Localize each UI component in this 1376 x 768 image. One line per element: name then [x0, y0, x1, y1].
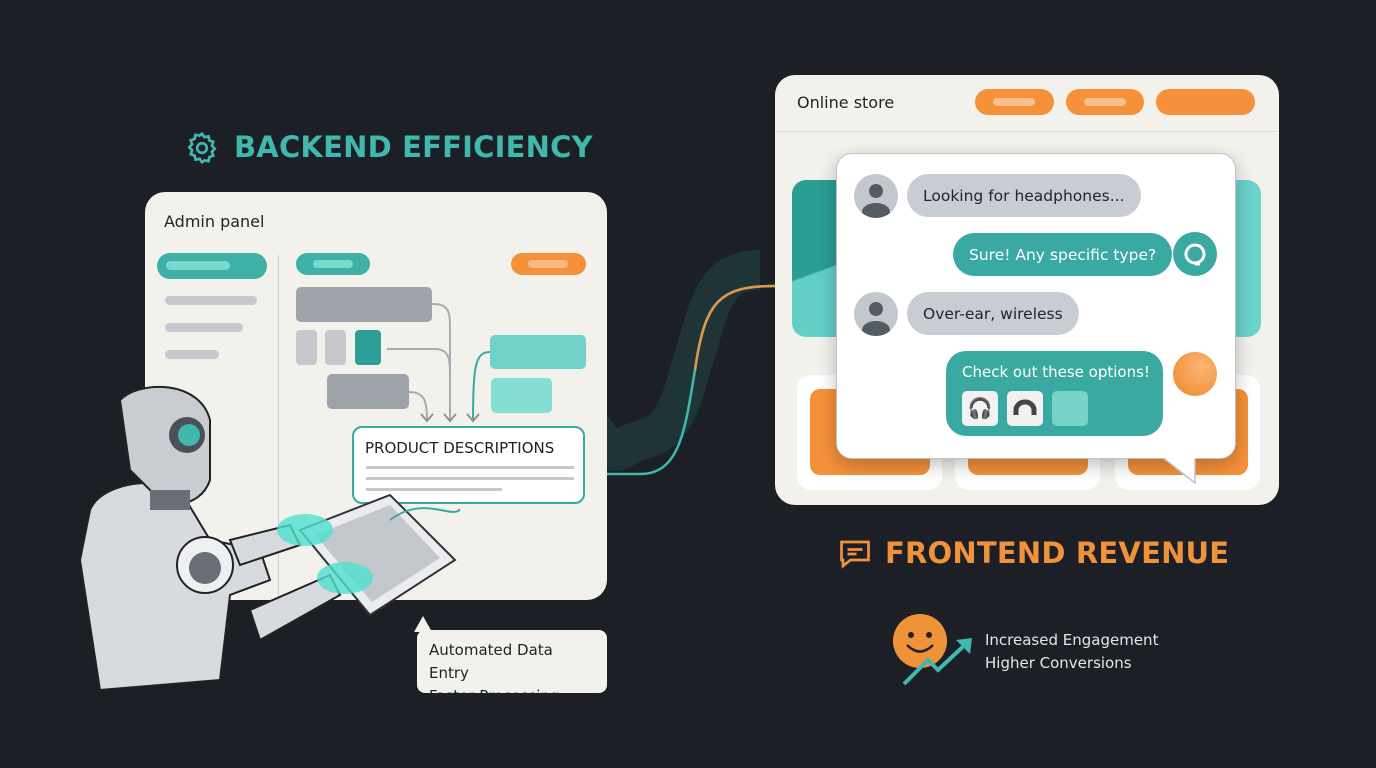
headphones-product-icon[interactable]: 🎧 [962, 391, 998, 426]
data-block [296, 287, 432, 322]
admin-panel-title: Admin panel [164, 212, 265, 231]
backend-heading: BACKEND EFFICIENCY [234, 130, 593, 164]
product-descriptions-title: PRODUCT DESCRIPTIONS [365, 439, 555, 457]
agent-avatar-icon [1173, 352, 1217, 396]
product-thumbnail[interactable] [1052, 391, 1088, 426]
sidebar-item[interactable] [165, 350, 219, 359]
divider [278, 255, 279, 600]
chat-icon [837, 536, 873, 576]
outcome-conversions: Higher Conversions [985, 654, 1132, 672]
callout-tail [414, 616, 432, 632]
gear-icon [184, 130, 220, 170]
frontend-heading: FRONTEND REVENUE [885, 536, 1230, 570]
store-nav-button[interactable] [975, 89, 1054, 115]
outcomes-text: Increased Engagement Higher Conversions [985, 629, 1158, 675]
chat-message-user: Over-ear, wireless [907, 292, 1079, 335]
glowing-hand [317, 562, 373, 594]
automation-callout: Automated Data Entry Faster Processing [417, 630, 607, 705]
data-cell [296, 330, 317, 365]
chat-message-agent-products: Check out these options! 🎧 [946, 351, 1163, 436]
flow-arrows [387, 303, 491, 423]
sidebar-item[interactable] [165, 323, 243, 332]
data-block-teal [491, 378, 552, 413]
product-descriptions-box: PRODUCT DESCRIPTIONS [352, 426, 585, 504]
robot-illustration [78, 385, 460, 692]
sidebar-item-active[interactable] [157, 253, 267, 279]
glowing-hand [277, 514, 333, 546]
user-avatar-icon [854, 292, 898, 336]
sidebar-item[interactable] [165, 296, 257, 305]
callout-line-1: Automated Data Entry [429, 641, 553, 682]
outcome-engagement: Increased Engagement [985, 631, 1159, 649]
store-title: Online store [797, 93, 895, 112]
admin-panel: Admin panel PRODUCT DESCRIPTIONS [145, 192, 607, 600]
headset-icon [1173, 232, 1217, 276]
data-block [327, 374, 409, 409]
data-cell [325, 330, 346, 365]
data-block-teal [490, 335, 586, 369]
store-nav-button[interactable] [1156, 89, 1255, 115]
callout-line-2: Faster Processing [429, 687, 560, 705]
data-cell [355, 330, 381, 365]
chat-tail [1160, 455, 1200, 485]
headphones-product-icon[interactable] [1007, 391, 1043, 426]
store-nav-button[interactable] [1066, 89, 1144, 115]
tab-pill[interactable] [296, 253, 370, 275]
chat-message-user: Looking for headphones... [907, 174, 1141, 217]
action-pill[interactable] [511, 253, 586, 275]
user-avatar-icon [854, 174, 898, 218]
smiley-growth-icon [893, 614, 972, 686]
chat-message-agent: Sure! Any specific type? [953, 233, 1173, 276]
chat-message-text: Check out these options! [962, 363, 1150, 381]
